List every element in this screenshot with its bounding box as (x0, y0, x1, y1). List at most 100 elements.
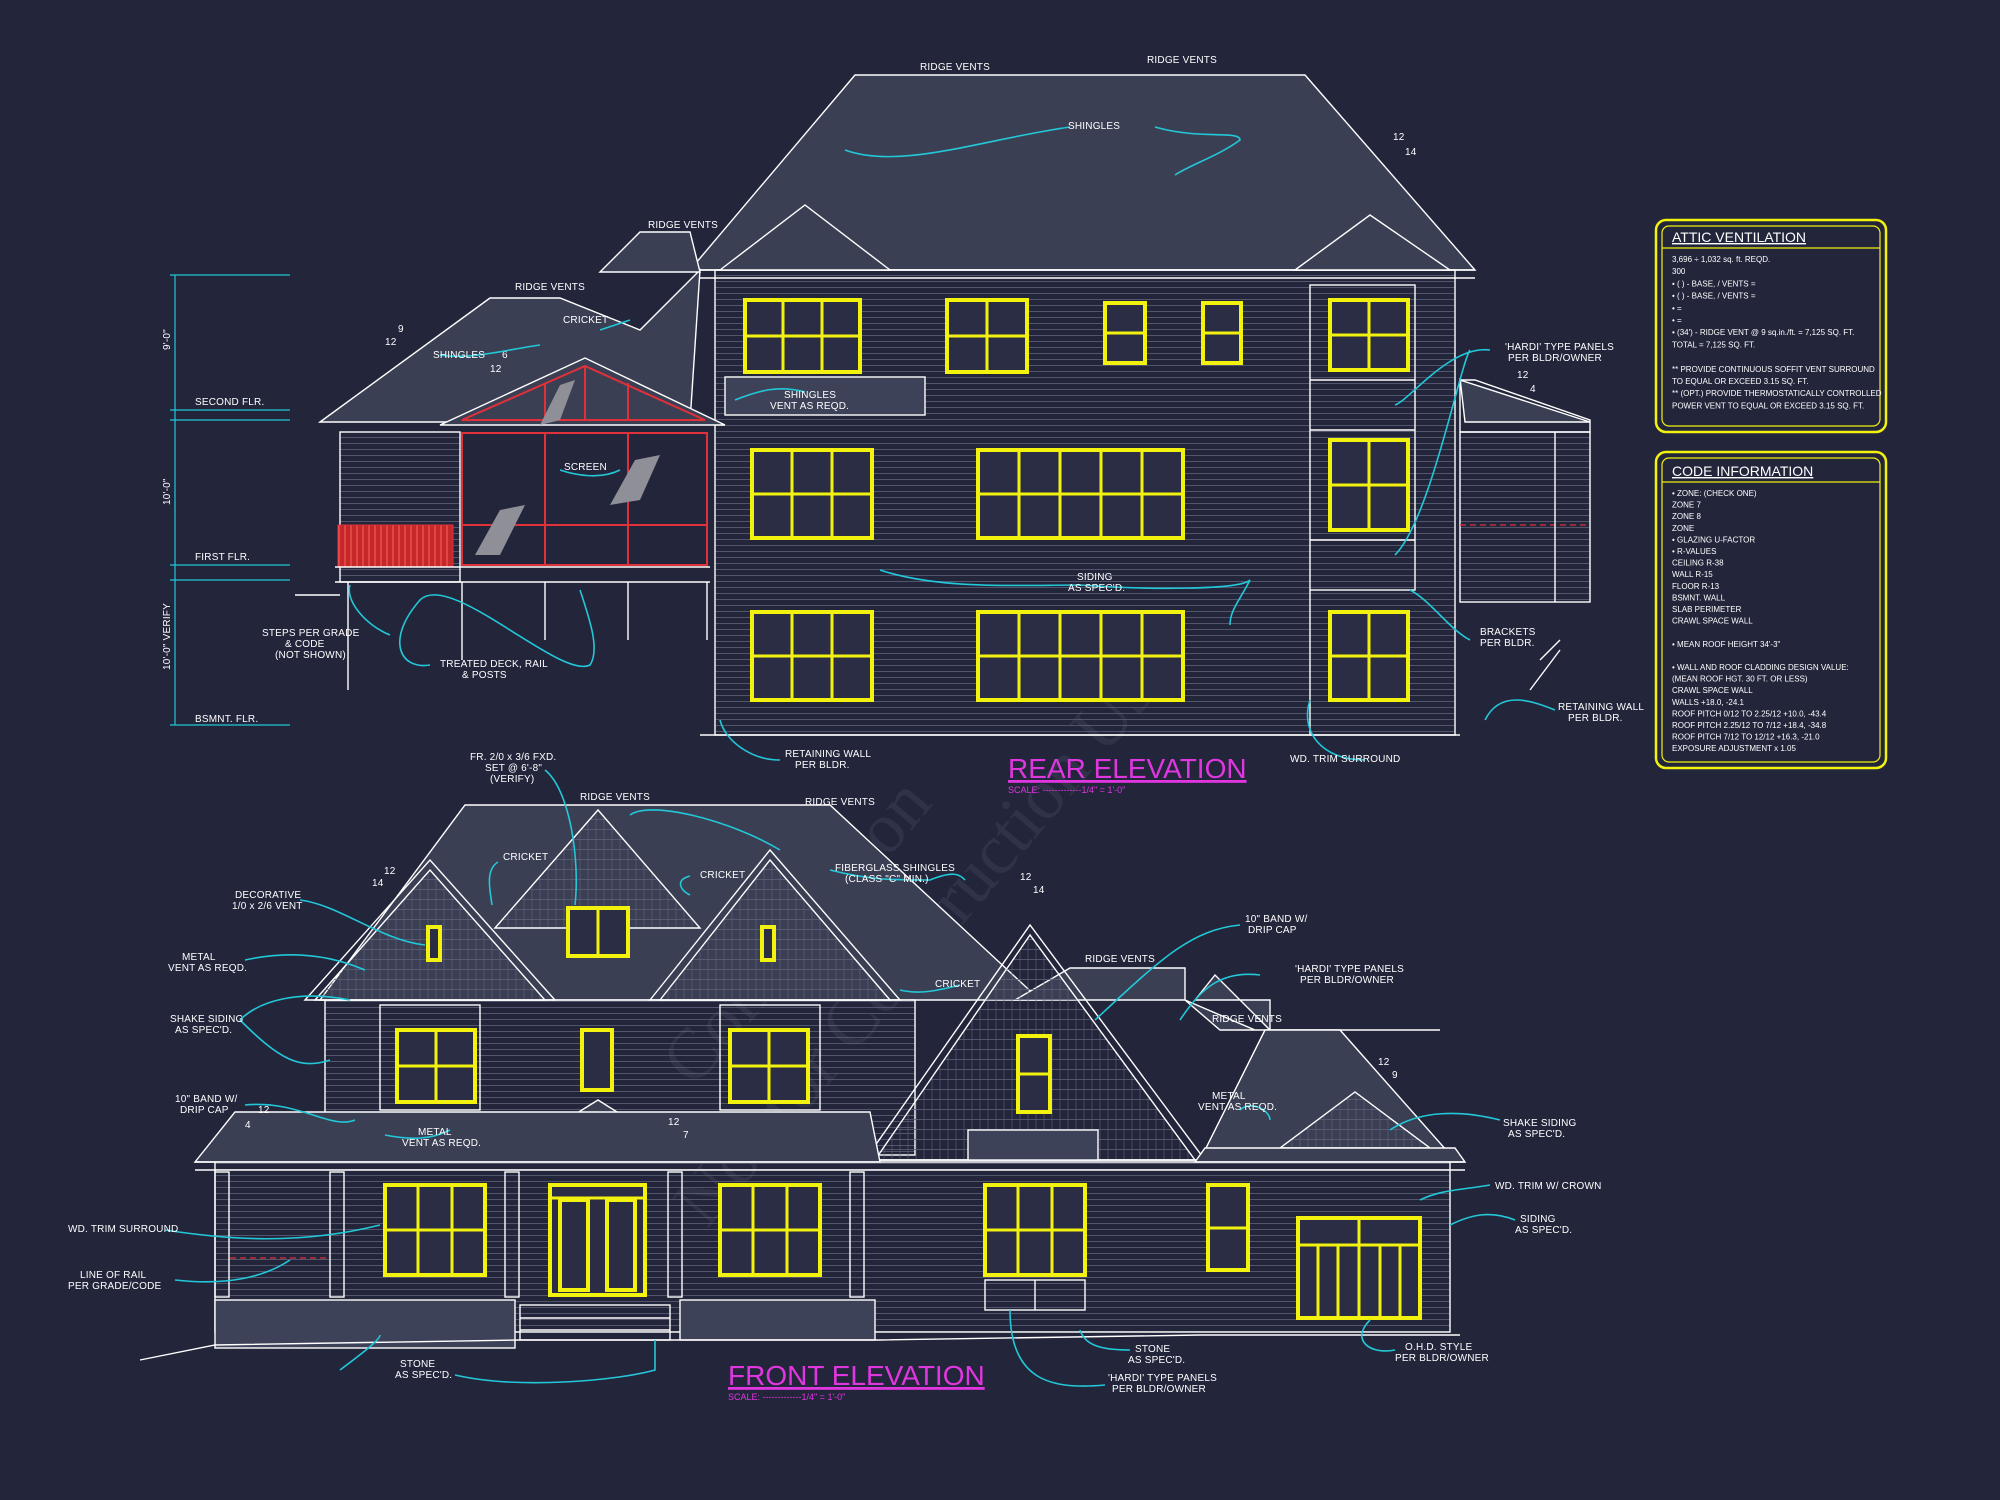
code-line: CEILING R-38 (1672, 559, 1724, 568)
code-line: ROOF PITCH 0/12 TO 2.25/12 +10.0, -43.4 (1672, 709, 1827, 718)
note-metal-2a: METAL (418, 1127, 452, 1138)
note-shake-right-2: AS SPEC'D. (1508, 1129, 1565, 1140)
pitch-porch-run: 12 (490, 364, 502, 375)
level-basement: BSMNT. FLR. (195, 714, 258, 725)
leader-band-right (1094, 924, 1241, 1021)
note-siding-1: SIDING (1077, 572, 1113, 583)
front-entry-door[interactable] (548, 1183, 647, 1297)
garage-door[interactable] (1296, 1216, 1422, 1320)
leader-deco (299, 899, 426, 946)
code-line: • R-VALUES (1672, 547, 1716, 556)
leader-hardi-top (1179, 973, 1261, 1021)
code-line: WALL R-15 (1672, 570, 1713, 579)
code-line: • ZONE: (CHECK ONE) (1672, 489, 1757, 498)
rear-porch-gable-trim (461, 364, 706, 421)
note-fr-2: SET @ 6'-8" (485, 763, 542, 774)
note-ridge-vents-2: RIDGE VENTS (805, 797, 875, 808)
leader-metal-1 (244, 954, 366, 971)
leader-shake-right (1389, 1112, 1501, 1131)
pitch-left-rise: 9 (398, 324, 404, 335)
note-deck-1: TREATED DECK, RAIL (440, 659, 548, 670)
decorative-vent (760, 925, 776, 962)
attic-line: • (34') - RIDGE VENT @ 9 sq.in./ft. = 7,… (1672, 328, 1854, 337)
attic-line: ** PROVIDE CONTINUOUS SOFFIT VENT SURROU… (1672, 365, 1875, 374)
note-band-right-1: 10" BAND W/ (1245, 914, 1307, 925)
attic-box-inner (1661, 225, 1881, 427)
code-line: ZONE (1672, 524, 1694, 533)
note-rail-2: PER GRADE/CODE (68, 1281, 162, 1292)
code-line: EXPOSURE ADJUSTMENT x 1.05 (1672, 744, 1796, 753)
column (849, 1171, 865, 1298)
attic-lines: 3,696 ÷ 1,032 sq. ft. REQD.300• ( ) - BA… (1672, 255, 1882, 410)
attic-line: ** (OPT.) PROVIDE THERMOSTATICALLY CONTR… (1672, 389, 1882, 398)
note-shingles-vent-1: SHINGLES (784, 390, 836, 401)
attic-line: 300 (1672, 267, 1686, 276)
front-right-hip-roof (1184, 999, 1440, 1031)
rear-vent-band (724, 376, 926, 416)
note-trim: WD. TRIM SURROUND (1290, 754, 1400, 765)
note-shake-left-1: SHAKE SIDING (170, 1014, 244, 1025)
leader-fr (544, 769, 578, 906)
front-stone-base-mid (679, 1299, 876, 1341)
code-line: • MEAN ROOF HEIGHT 34'-3" (1672, 640, 1781, 649)
note-ridge-vents-1: RIDGE VENTS (580, 792, 650, 803)
note-ridge-vents-4: RIDGE VENTS (1212, 1014, 1282, 1025)
note-stone-left-2: AS SPEC'D. (395, 1370, 452, 1381)
rear-gable-right (1292, 214, 1453, 271)
note-fr-1: FR. 2/0 x 3/6 FXD. (470, 752, 556, 763)
note-hardi-bottom-2: PER BLDR/OWNER (1112, 1384, 1206, 1395)
front-porch-columns (214, 1171, 865, 1298)
leader-trim-left (164, 1224, 381, 1240)
leader-rail (174, 1259, 291, 1283)
pitch-main-rise: 12 (1393, 132, 1405, 143)
note-cricket-1: CRICKET (503, 852, 548, 863)
front-window (580, 1028, 614, 1092)
screen-shadow-1 (475, 505, 525, 555)
note-band-right-2: DRIP CAP (1248, 925, 1297, 936)
note-shingles-left: SHINGLES (433, 350, 485, 361)
front-windows (383, 906, 1250, 1277)
rear-small-gable-roof (598, 231, 701, 273)
leader-deck (399, 589, 595, 668)
note-trim-left: WD. TRIM SURROUND (68, 1224, 178, 1235)
attic-box-outer (1654, 218, 1888, 434)
decorative-vent (426, 925, 442, 962)
pitch-mid-run: 14 (1033, 885, 1045, 896)
note-metal-1a: METAL (182, 952, 216, 963)
note-fiberglass-1: FIBERGLASS SHINGLES (835, 863, 955, 874)
leader-cricket (599, 319, 631, 331)
leader-shingles-left-roof (439, 344, 541, 358)
leader-cricket-2 (679, 875, 691, 896)
leader-cricket-1 (488, 861, 499, 906)
note-shake-right-1: SHAKE SIDING (1503, 1118, 1577, 1129)
rear-right-wing (1459, 431, 1591, 603)
leader-trim-crown (1419, 1184, 1491, 1201)
leader-siding (1449, 1213, 1516, 1226)
code-line: ROOF PITCH 7/12 TO 12/12 +16.3, -21.0 (1672, 733, 1820, 742)
pitch-porch-rise: 4 (245, 1120, 251, 1131)
rear-porch-gable (439, 357, 726, 426)
attic-line: • = (1672, 304, 1682, 313)
note-ohd-2: PER BLDR/OWNER (1395, 1353, 1489, 1364)
dim-lower-text: 10'-0" VERIFY (162, 603, 173, 670)
note-shake-left-2: AS SPEC'D. (175, 1025, 232, 1036)
note-siding-2: AS SPEC'D. (1068, 583, 1125, 594)
rear-windows-middle (750, 438, 1410, 540)
leader-screen (559, 469, 621, 477)
attic-line: TO EQUAL OR EXCEED 3.15 SQ. FT. (1672, 377, 1808, 386)
note-brackets-1: BRACKETS (1480, 627, 1536, 638)
attic-line: • ( ) - BASE, / VENTS = (1672, 279, 1756, 288)
note-hardi-top-1: 'HARDI' TYPE PANELS (1295, 964, 1404, 975)
code-line: ZONE 7 (1672, 501, 1701, 510)
note-siding-2: AS SPEC'D. (1515, 1225, 1572, 1236)
pitch-garage-run: 9 (1392, 1070, 1398, 1081)
dormer-right (719, 1004, 821, 1111)
level-first: FIRST FLR. (195, 552, 250, 563)
note-ohd-1: O.H.D. STYLE (1405, 1342, 1473, 1353)
front-gable-1-outline (303, 858, 557, 1001)
pitch-porch-rise: 6 (502, 350, 508, 361)
leader-band-left (244, 1103, 356, 1123)
note-stone-right-2: AS SPEC'D. (1128, 1355, 1185, 1366)
note-deco-2: 1/0 x 2/6 VENT (232, 901, 303, 912)
note-hardi-bottom-1: 'HARDI' TYPE PANELS (1108, 1373, 1217, 1384)
